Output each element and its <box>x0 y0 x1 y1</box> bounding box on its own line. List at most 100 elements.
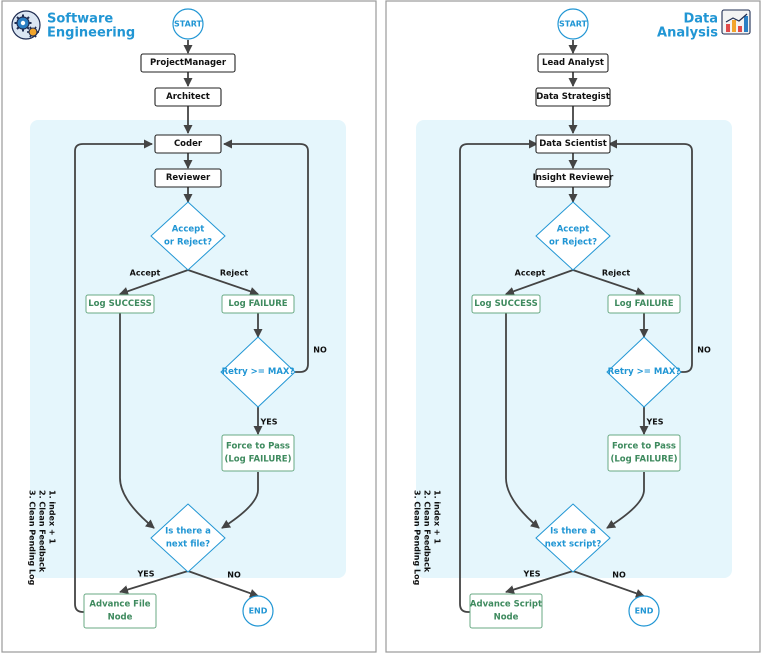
role-node-3[interactable]: Coder <box>154 134 222 154</box>
no-edge-label: NO <box>313 346 327 355</box>
role-node-2[interactable]: Architect <box>154 87 222 107</box>
log-failure-node-label: Log FAILURE <box>228 299 287 309</box>
bar-chart-icon-bar <box>738 26 742 32</box>
next-item-decision-label: Is there a <box>550 527 596 537</box>
log-success-node[interactable]: Log SUCCESS <box>85 294 155 314</box>
role-node-2-label: Data Strategist <box>536 92 610 102</box>
accept-edge-label: Accept <box>515 269 546 278</box>
gears-icon-tooth <box>34 35 37 38</box>
loop-note: 2. Clean Feedback <box>423 490 432 573</box>
role-node-1-box <box>537 53 609 73</box>
role-node-1[interactable]: Lead Analyst <box>537 53 609 73</box>
role-node-1[interactable]: ProjectManager <box>140 53 236 73</box>
role-node-3-label: Data Scientist <box>539 139 607 149</box>
bar-chart-icon-trend <box>725 13 748 23</box>
loop-note: 1. index + 1 <box>48 490 57 544</box>
role-node-4[interactable]: Insight Reviewer <box>533 168 614 188</box>
next-item-decision-label: Is there a <box>165 527 211 537</box>
accept-decision-label: Accept <box>557 225 590 235</box>
gears-icon-gear-small <box>28 27 38 37</box>
role-node-1-label: Lead Analyst <box>542 58 604 68</box>
connector <box>187 570 259 598</box>
next-item-decision-shape <box>535 503 611 573</box>
bar-chart-icon-bar <box>732 20 736 32</box>
start-node[interactable]: START <box>557 8 589 40</box>
retry-decision[interactable]: Retry >= MAX? <box>606 336 682 408</box>
role-node-1-box <box>140 53 236 73</box>
gears-icon-tooth <box>29 26 32 29</box>
force-pass-node-label: (Log FAILURE) <box>224 455 291 465</box>
advance-node-label: Node <box>108 613 133 623</box>
yes-next-label: YES <box>522 570 540 579</box>
no-retry-loop <box>223 139 309 373</box>
no-next-label: NO <box>612 571 626 580</box>
role-node-2-label: Architect <box>166 92 210 102</box>
yes-next-label: YES <box>136 570 154 579</box>
force-pass-node[interactable]: Force to Pass (Log FAILURE) <box>221 434 295 472</box>
gears-icon <box>11 10 41 40</box>
force-pass-node-label: (Log FAILURE) <box>610 455 677 465</box>
start-node-label: START <box>174 20 203 29</box>
yes-edge-label: YES <box>259 418 277 427</box>
advance-node-box <box>83 593 157 629</box>
gears-icon-tooth <box>29 35 32 38</box>
role-node-3[interactable]: Data Scientist <box>535 134 611 154</box>
accept-decision-label: or Reject? <box>549 238 597 248</box>
advance-loop <box>74 139 153 613</box>
log-failure-node[interactable]: Log FAILURE <box>607 294 681 314</box>
role-node-4-label: Insight Reviewer <box>533 173 614 183</box>
log-success-node[interactable]: Log SUCCESS <box>471 294 541 314</box>
connector <box>119 570 189 594</box>
end-node-label: END <box>249 607 268 616</box>
end-node[interactable]: END <box>242 595 274 627</box>
accept-decision-label: Accept <box>172 225 205 235</box>
role-node-1-label: ProjectManager <box>150 58 227 68</box>
role-node-3-box <box>154 134 222 154</box>
force-pass-node[interactable]: Force to Pass(Log FAILURE) <box>607 434 681 472</box>
loop-note: 1. index + 1 <box>433 490 442 544</box>
advance-node-label: Advance File <box>89 600 150 610</box>
connector <box>505 570 574 594</box>
gears-icon-tooth <box>26 26 30 30</box>
success-to-next <box>119 313 155 529</box>
force-to-next <box>221 472 259 529</box>
no-edge-label: NO <box>697 346 711 355</box>
start-node[interactable]: START <box>172 8 204 40</box>
accept-decision-shape <box>535 201 611 271</box>
panel-title-line1: Data <box>683 12 718 27</box>
log-success-node-label: Log SUCCESS <box>474 299 537 309</box>
role-node-2[interactable]: Data Strategist <box>535 87 611 107</box>
gears-icon-tooth <box>34 26 37 29</box>
role-node-4-label: Reviewer <box>166 173 211 183</box>
connector <box>119 269 189 296</box>
retry-decision[interactable]: Retry >= MAX? <box>220 336 296 408</box>
start-node-circle <box>172 8 204 40</box>
bar-chart-icon-bar <box>744 16 748 32</box>
end-node-label: END <box>635 607 654 616</box>
force-pass-node-label: Force to Pass <box>226 442 290 452</box>
accept-decision[interactable]: Accept or Reject? <box>535 201 611 271</box>
panel-title-line2: Engineering <box>47 26 135 41</box>
force-pass-node-box <box>221 434 295 472</box>
end-node-circle <box>628 595 660 627</box>
log-failure-node[interactable]: Log FAILURE <box>221 294 295 314</box>
accept-decision-label: or Reject? <box>164 238 212 248</box>
panel-title-line1: Software <box>47 12 113 27</box>
advance-node-box <box>469 593 543 629</box>
role-node-4[interactable]: Reviewer <box>154 168 222 188</box>
end-node[interactable]: END <box>628 595 660 627</box>
connector <box>187 269 259 296</box>
gears-icon-tooth <box>26 16 30 20</box>
start-node-label: START <box>559 20 588 29</box>
gears-icon-tooth <box>16 16 20 20</box>
connector <box>572 570 645 598</box>
accept-decision[interactable]: Accept or Reject? <box>150 201 226 271</box>
loop-note: 3. Clean Pending Log <box>28 490 37 586</box>
